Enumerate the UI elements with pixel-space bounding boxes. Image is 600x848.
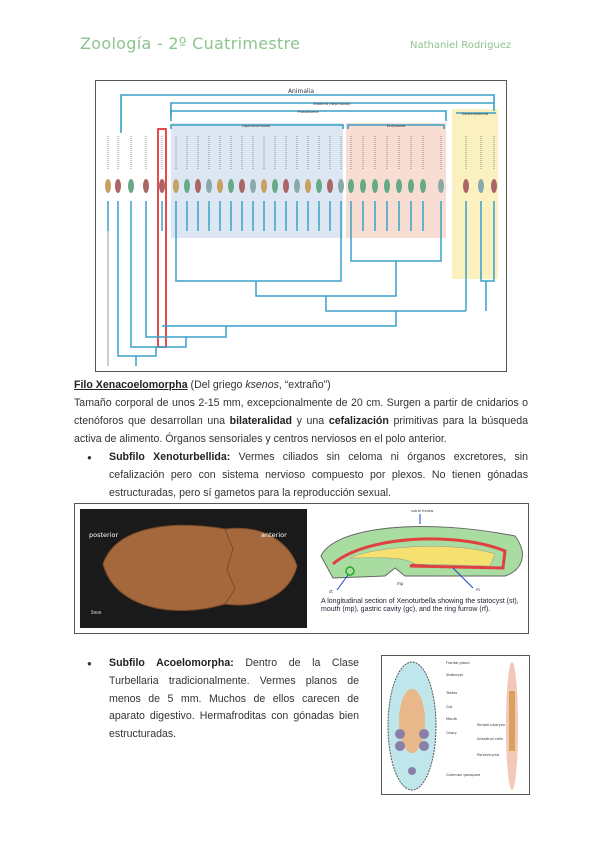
bullet-title: Subfilo Acoelomorpha: bbox=[109, 657, 234, 669]
ecdysozoa-region bbox=[346, 123, 446, 238]
posterior-label: posterior bbox=[89, 531, 118, 539]
mouth-label: mp bbox=[397, 581, 404, 586]
organism-illustration bbox=[478, 179, 484, 193]
organism-illustration bbox=[250, 179, 256, 193]
bullet-text: Vermes ciliados sin celoma ni órganos ex… bbox=[109, 451, 528, 499]
organism-illustration bbox=[283, 179, 289, 193]
anatomy-label: Testes bbox=[445, 691, 457, 695]
organism-illustration bbox=[491, 179, 497, 193]
deuterostomia-region bbox=[452, 109, 498, 279]
intro-paragraph: Tamaño corporal de unos 2-15 mm, excepci… bbox=[74, 397, 528, 445]
organism-illustration bbox=[217, 179, 223, 193]
organism-illustration bbox=[348, 179, 354, 193]
organism-illustration bbox=[159, 179, 165, 193]
organism-illustration bbox=[316, 179, 322, 193]
organism-illustration bbox=[105, 179, 111, 193]
organism-illustration bbox=[206, 179, 212, 193]
anatomy-label: Parenchyma bbox=[477, 753, 499, 757]
organism-illustration bbox=[438, 179, 444, 193]
phylogeny-tree: Animalia Bilateria (Nephrozoa) Protostom… bbox=[105, 88, 498, 366]
organism-illustration bbox=[463, 179, 469, 193]
organism-illustration bbox=[195, 179, 201, 193]
organism-illustration bbox=[272, 179, 278, 193]
organism-illustration bbox=[115, 179, 121, 193]
anatomy-label: Common gonopore bbox=[446, 773, 481, 777]
bullet-title: Subfilo Xenoturbellida: bbox=[109, 451, 231, 463]
figure-caption: A longitudinal section of Xenoturbella s… bbox=[321, 598, 519, 614]
label-protostomia: Protostomia bbox=[298, 110, 319, 114]
bullet-xenoturbellida: Subfilo Xenoturbellida: Vermes ciliados … bbox=[87, 449, 528, 502]
label-animalia: Animalia bbox=[288, 88, 314, 95]
organism-illustration bbox=[360, 179, 366, 193]
organism-illustration bbox=[305, 179, 311, 193]
organism-illustration bbox=[143, 179, 149, 193]
organism-illustration bbox=[420, 179, 426, 193]
anatomy-label: Mouth bbox=[446, 717, 457, 721]
bullet-text: Dentro de la Clase Turbellaria tradicion… bbox=[109, 657, 360, 741]
section-heading: Filo Xenacoelomorpha (Del griego ksenos,… bbox=[74, 377, 534, 395]
header-title: Zoología - 2º Cuatrimestre bbox=[80, 34, 301, 53]
scale-label: 5mm bbox=[91, 610, 101, 615]
organism-illustration bbox=[294, 179, 300, 193]
anatomy-label: Statocyst bbox=[446, 673, 463, 677]
xenacoelomorpha-highlight bbox=[157, 128, 167, 348]
st-label: st bbox=[329, 589, 333, 594]
organism-illustration bbox=[338, 179, 344, 193]
etymology-word: ksenos bbox=[245, 379, 279, 391]
etymology-suffix: , “extraño”) bbox=[278, 379, 331, 391]
anatomy-label: Frontal gland bbox=[446, 661, 469, 665]
organism-illustration bbox=[327, 179, 333, 193]
organism-illustration bbox=[228, 179, 234, 193]
anterior-label: anterior bbox=[261, 531, 287, 539]
organism-illustration bbox=[261, 179, 267, 193]
anatomy-label: Simple pharynx bbox=[477, 723, 506, 727]
anatomy-label: Intestinal cells bbox=[477, 737, 503, 741]
organism-illustration bbox=[173, 179, 179, 193]
organism-illustration bbox=[239, 179, 245, 193]
m-label: m bbox=[476, 587, 480, 592]
organism-illustration bbox=[396, 179, 402, 193]
anatomy-label: Ovary bbox=[446, 731, 458, 735]
organism-illustration bbox=[384, 179, 390, 193]
label-deuterostomia: Deuterostomia bbox=[462, 112, 488, 116]
anatomy-label: Gut bbox=[446, 705, 453, 709]
ridge-label: sutral furrow bbox=[411, 509, 433, 513]
header-author: Nathaniel Rodriguez bbox=[410, 40, 512, 51]
organism-illustration bbox=[408, 179, 414, 193]
label-ecdysozoa: Ecdysozoa bbox=[387, 124, 406, 128]
etymology-prefix: (Del griego bbox=[187, 379, 246, 391]
label-bilateria: Bilateria (Nephrozoa) bbox=[313, 102, 351, 106]
xenoturbella-figure: posterior anterior 5mm sutral furrow mp … bbox=[74, 503, 529, 634]
phylum-title: Filo Xenacoelomorpha bbox=[74, 379, 188, 391]
bullet-acoelomorpha: Subfilo Acoelomorpha: Dentro de la Clase… bbox=[87, 655, 360, 744]
organism-illustration bbox=[128, 179, 134, 193]
phylogeny-figure: Animalia Bilateria (Nephrozoa) Protostom… bbox=[95, 80, 507, 372]
label-lophotrochozoa: Lophotrochozoa bbox=[242, 124, 270, 128]
organism-illustration bbox=[184, 179, 190, 193]
organism-illustration bbox=[372, 179, 378, 193]
